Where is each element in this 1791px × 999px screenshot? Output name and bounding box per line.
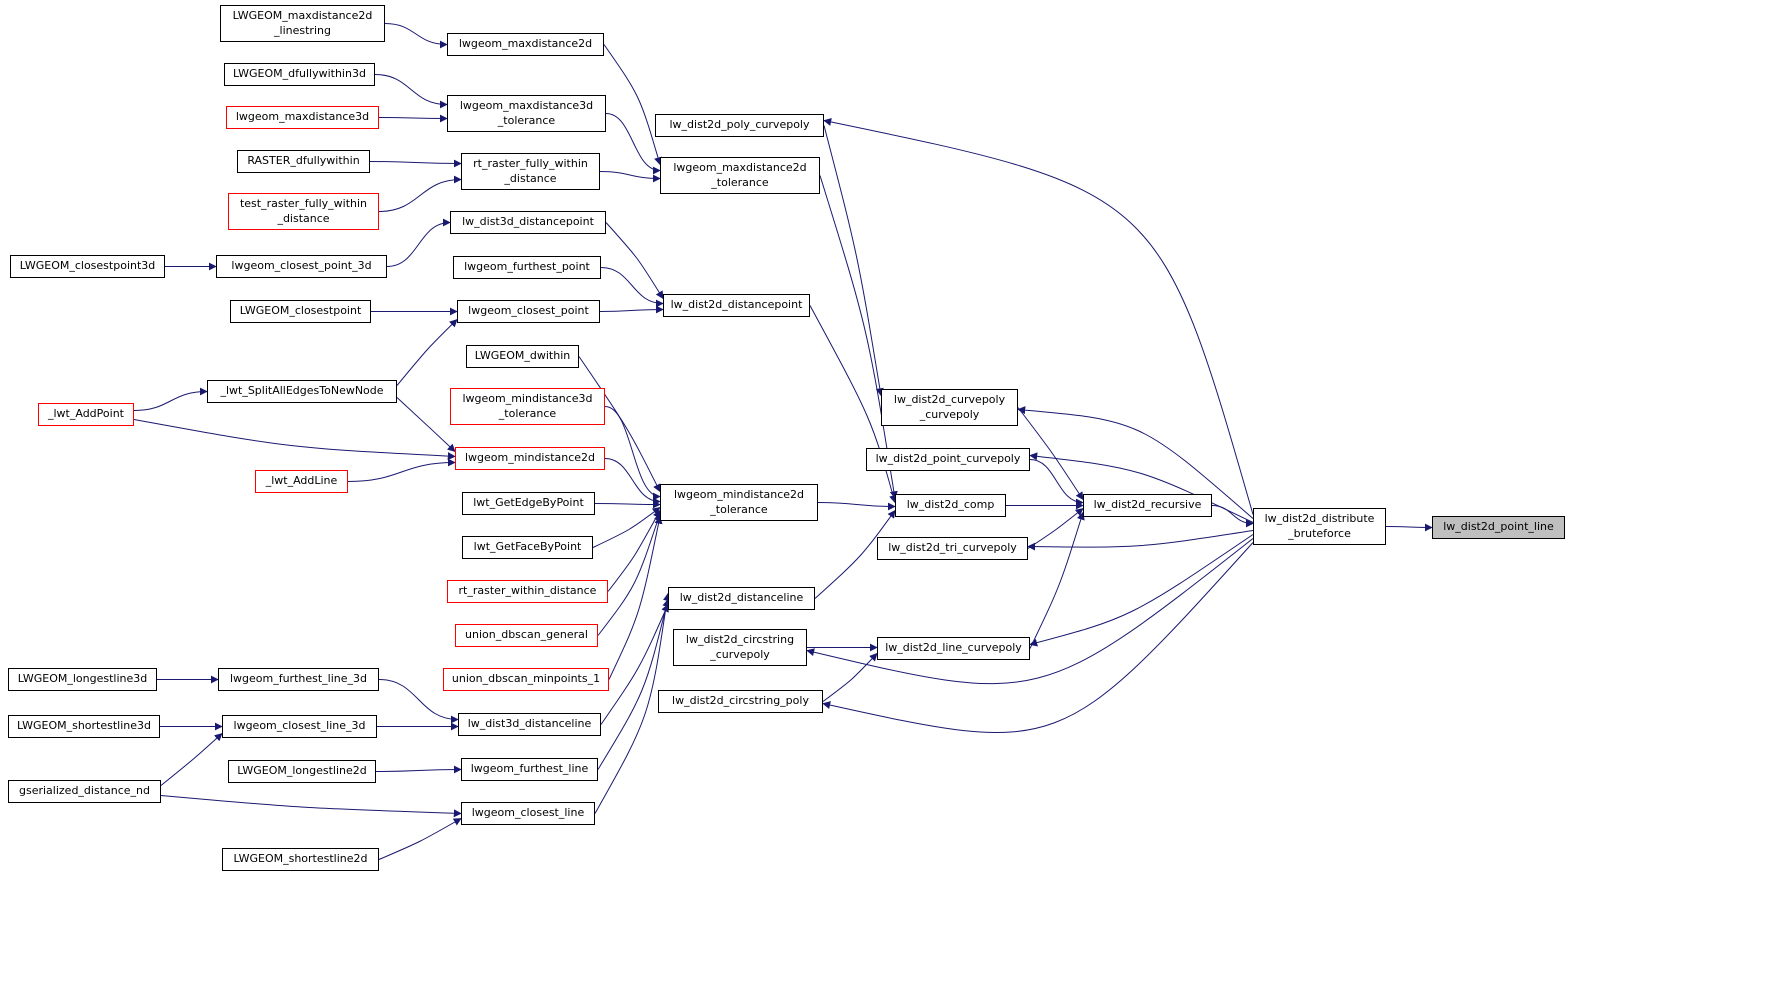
edge-min2d-to-min2d_tol [604, 458, 661, 506]
graph-node-closest_point[interactable]: lwgeom_closest_point [457, 300, 600, 323]
graph-node-d2_dline[interactable]: lw_dist2d_distanceline [668, 587, 815, 610]
graph-node-shortest3d[interactable]: LWGEOM_shortestline3d [8, 715, 160, 738]
edge-max2d_ls-to-max2d [384, 23, 448, 49]
graph-node-furthest_line_3d[interactable]: lwgeom_furthest_line_3d [218, 668, 379, 691]
graph-node-recursive[interactable]: lw_dist2d_recursive [1083, 494, 1212, 517]
edge-shortest2d-to-closest_line [378, 818, 462, 860]
graph-node-cp_cp[interactable]: lw_dist2d_curvepoly _curvepoly [881, 389, 1018, 426]
graph-node-test_raster_fw[interactable]: test_raster_fully_within _distance [228, 193, 379, 230]
graph-node-rt_fw_dist[interactable]: rt_raster_fully_within _distance [461, 153, 600, 190]
edge-max3d_tol-to-max2d_tol [605, 113, 661, 175]
edge-max3d-to-max3d_tol [378, 114, 448, 123]
edge-longest2d-to-furthest_line [375, 765, 462, 774]
graph-node-split_all[interactable]: _lwt_SplitAllEdgesToNewNode [207, 380, 397, 403]
graph-node-max3d[interactable]: lwgeom_maxdistance3d [226, 106, 379, 129]
graph-node-dfully3d[interactable]: LWGEOM_dfullywithin3d [224, 63, 375, 86]
graph-node-point_cp[interactable]: lw_dist2d_point_curvepoly [866, 448, 1030, 471]
graph-node-circ_cp[interactable]: lw_dist2d_circstring _curvepoly [673, 629, 807, 666]
graph-node-rt_within[interactable]: rt_raster_within_distance [447, 580, 608, 603]
graph-node-tri_cp[interactable]: lw_dist2d_tri_curvepoly [877, 537, 1028, 560]
edge-addline-to-min2d [347, 458, 456, 482]
edge-closest_point-to-d2_dpoint [599, 305, 664, 314]
graph-node-getedge[interactable]: lwt_GetEdgeByPoint [462, 492, 595, 515]
graph-node-getface[interactable]: lwt_GetFaceByPoint [462, 536, 593, 559]
graph-node-point_line: lw_dist2d_point_line [1432, 516, 1565, 539]
graph-node-furthest_point[interactable]: lwgeom_furthest_point [453, 256, 601, 279]
edge-split_all-to-closest_point [396, 318, 458, 386]
edge-getedge-to-min2d_tol [594, 500, 661, 509]
edge-circ_poly-to-line_cp [822, 652, 878, 702]
edge-bruteforce-to-tri_cp [1027, 530, 1254, 551]
graph-node-addpoint[interactable]: _lwt_AddPoint [38, 403, 134, 426]
graph-node-max3d_tol[interactable]: lwgeom_maxdistance3d _tolerance [447, 95, 606, 132]
edge-dbscan_gen-to-min2d_tol [597, 512, 662, 636]
graph-node-line_cp[interactable]: lw_dist2d_line_curvepoly [877, 637, 1030, 660]
edge-min2d_tol-to-comp [817, 502, 896, 511]
edge-recursive-to-bruteforce [1211, 505, 1254, 528]
edge-gser_nd-to-closest_line [160, 795, 462, 818]
graph-node-shortest2d[interactable]: LWGEOM_shortestline2d [222, 848, 379, 871]
graph-node-closest_point_3d[interactable]: lwgeom_closest_point_3d [216, 255, 387, 278]
graph-node-closestpoint[interactable]: LWGEOM_closestpoint [230, 300, 371, 323]
graph-node-dbscan_min[interactable]: union_dbscan_minpoints_1 [443, 668, 609, 691]
graph-node-comp[interactable]: lw_dist2d_comp [895, 494, 1006, 517]
graph-node-closest_line[interactable]: lwgeom_closest_line [461, 802, 595, 825]
edge-dfully3d-to-max3d_tol [374, 74, 448, 109]
graph-node-max2d[interactable]: lwgeom_maxdistance2d [447, 33, 604, 56]
graph-node-d3_dpoint[interactable]: lw_dist3d_distancepoint [450, 211, 606, 234]
edge-d3_dpoint-to-d2_dpoint [605, 222, 664, 300]
edge-split_all-to-min2d [396, 397, 456, 453]
edge-test_raster_fw-to-rt_fw_dist [378, 175, 462, 212]
edge-addpoint-to-split_all [133, 387, 208, 411]
graph-node-longest3d[interactable]: LWGEOM_longestline3d [8, 668, 157, 691]
edge-getface-to-min2d_tol [592, 507, 661, 548]
edge-rt_within-to-min2d_tol [607, 509, 661, 592]
graph-node-gser_nd[interactable]: gserialized_distance_nd [8, 780, 161, 803]
edge-furthest_point-to-d2_dpoint [600, 267, 664, 308]
graph-node-min2d_tol[interactable]: lwgeom_mindistance2d _tolerance [660, 484, 818, 521]
edge-dbscan_min-to-min2d_tol [608, 515, 663, 680]
graph-node-closest_line_3d[interactable]: lwgeom_closest_line_3d [222, 715, 377, 738]
graph-node-d2_dpoint[interactable]: lw_dist2d_distancepoint [663, 294, 810, 317]
edge-line_cp-to-recursive [1029, 511, 1085, 649]
edge-closest_point_3d-to-d3_dpoint [386, 218, 451, 267]
graph-node-bruteforce[interactable]: lw_dist2d_distribute _bruteforce [1253, 508, 1386, 545]
graph-node-circ_poly[interactable]: lw_dist2d_circstring_poly [658, 690, 823, 713]
graph-node-d3_dline[interactable]: lw_dist3d_distanceline [458, 713, 601, 736]
graph-node-cp3d[interactable]: LWGEOM_closestpoint3d [10, 255, 165, 278]
graph-node-dwithin[interactable]: LWGEOM_dwithin [466, 345, 579, 368]
graph-node-longest2d[interactable]: LWGEOM_longestline2d [228, 760, 376, 783]
edge-raster_dfully-to-rt_fw_dist [369, 159, 462, 168]
graph-node-min2d[interactable]: lwgeom_mindistance2d [455, 447, 605, 470]
graph-node-addline[interactable]: _lwt_AddLine [255, 470, 348, 493]
graph-node-max2d_tol[interactable]: lwgeom_maxdistance2d _tolerance [660, 157, 820, 194]
graph-node-dbscan_gen[interactable]: union_dbscan_general [455, 624, 598, 647]
edge-bruteforce-to-circ_cp [806, 538, 1254, 685]
graph-node-raster_dfully[interactable]: RASTER_dfullywithin [237, 150, 370, 173]
graph-node-max2d_ls[interactable]: LWGEOM_maxdistance2d _linestring [220, 5, 385, 42]
edge-poly_cp-to-cp_cp [823, 125, 884, 397]
graph-node-min3d_tol[interactable]: lwgeom_mindistance3d _tolerance [450, 388, 605, 425]
edge-max2d-to-max2d_tol [603, 44, 662, 166]
edge-bruteforce-to-point_line [1385, 523, 1433, 532]
edge-rt_fw_dist-to-max2d_tol [599, 171, 661, 183]
edge-point_cp-to-recursive [1029, 459, 1084, 507]
graph-node-poly_cp[interactable]: lw_dist2d_poly_curvepoly [655, 114, 824, 137]
graph-node-furthest_line[interactable]: lwgeom_furthest_line [461, 758, 598, 781]
edge-tri_cp-to-recursive [1027, 508, 1084, 549]
edge-bruteforce-to-line_cp [1029, 534, 1254, 647]
edge-addpoint-to-min2d [133, 419, 456, 461]
edge-min3d_tol-to-min2d_tol [604, 406, 661, 501]
edge-gser_nd-to-closest_line_3d [160, 732, 223, 786]
